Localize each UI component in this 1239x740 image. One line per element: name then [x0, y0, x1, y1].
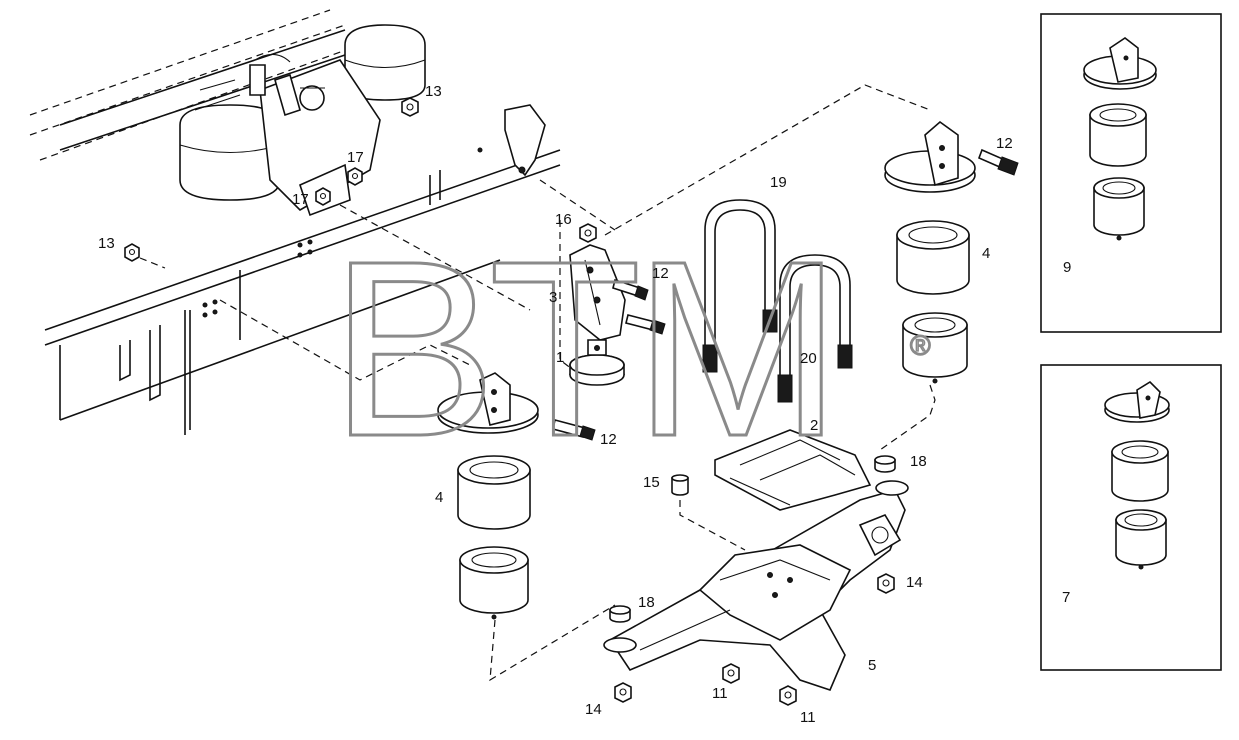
callout-2: 2 — [810, 417, 818, 434]
bushing-4-left — [457, 455, 531, 530]
callout-11: 11 — [712, 685, 728, 702]
callout-labels: 13 17 17 13 16 12 3 1 12 4 19 20 12 4 2 … — [98, 83, 1071, 726]
nut-11-lower — [779, 685, 797, 706]
nut-16 — [579, 223, 597, 243]
callout-12: 12 — [600, 431, 617, 448]
bushing-left-lower — [459, 546, 529, 620]
callout-5: 5 — [868, 657, 876, 674]
callout-17: 17 — [292, 191, 309, 208]
nut-17-upper — [347, 167, 363, 186]
bolt-12-upper — [612, 278, 649, 301]
cap-18-left — [609, 605, 631, 623]
callout-19: 19 — [770, 174, 787, 191]
callout-18: 18 — [638, 594, 655, 611]
nut-13-upper — [401, 97, 419, 117]
saddle-2 — [714, 429, 872, 511]
nut-11-middle — [722, 663, 740, 684]
watermark: BTM ® — [329, 208, 932, 490]
callout-12: 12 — [652, 265, 669, 282]
nut-13-left — [124, 243, 140, 262]
chassis-frame — [29, 9, 561, 435]
callout-7: 7 — [1062, 589, 1070, 606]
bolt-12-middle — [625, 314, 666, 335]
bolt-12-lower — [552, 419, 596, 441]
callout-18: 18 — [910, 453, 927, 470]
callout-1: 1 — [556, 349, 564, 366]
bracket-3 — [569, 244, 626, 341]
mount-plate-left — [437, 372, 539, 434]
u-bolt-19 — [702, 199, 778, 373]
mount-plate-right — [884, 120, 976, 193]
nut-14-left — [614, 682, 632, 703]
nut-17-lower — [315, 187, 331, 206]
frame-bracket — [504, 104, 546, 177]
bushing-right-lower — [902, 312, 968, 384]
callout-14: 14 — [585, 701, 602, 718]
callout-13: 13 — [98, 235, 115, 252]
callout-13: 13 — [425, 83, 442, 100]
callout-3: 3 — [549, 289, 557, 306]
bearing-1 — [569, 339, 625, 386]
variant-box-7 — [1040, 364, 1222, 671]
axle-carrier-5 — [603, 480, 909, 691]
variant-box-9 — [1040, 13, 1222, 333]
callout-11: 11 — [800, 709, 816, 726]
bolt-12-right — [977, 148, 1019, 176]
callout-4: 4 — [435, 489, 443, 506]
watermark-registered-mark: ® — [910, 330, 931, 361]
watermark-text: BTM — [330, 209, 834, 488]
callout-9: 9 — [1063, 259, 1071, 276]
callout-16: 16 — [555, 211, 572, 228]
callout-20: 20 — [800, 350, 817, 367]
pin-15 — [671, 474, 689, 496]
cap-18-right — [874, 455, 896, 473]
callout-14: 14 — [906, 574, 923, 591]
u-bolt-20 — [777, 254, 853, 403]
callout-12: 12 — [996, 135, 1013, 152]
bushing-4-right — [896, 220, 970, 295]
callout-15: 15 — [643, 474, 660, 491]
callout-17: 17 — [347, 149, 364, 166]
nut-14-right — [877, 573, 895, 594]
callout-4: 4 — [982, 245, 990, 262]
air-spring-assembly — [179, 24, 426, 217]
